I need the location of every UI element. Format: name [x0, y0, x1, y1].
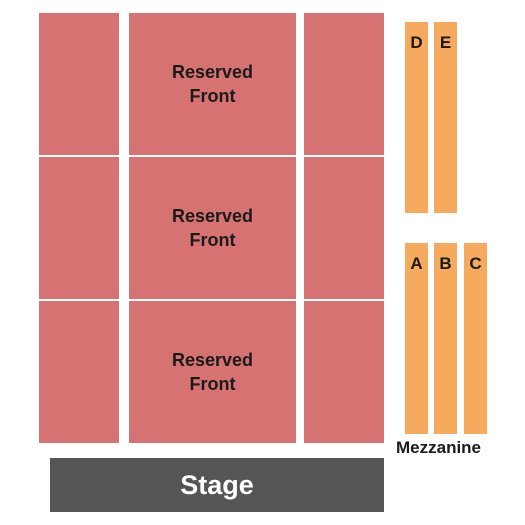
- section-left-3[interactable]: [39, 301, 119, 443]
- mezzanine-section-label: B: [439, 254, 452, 273]
- stage: Stage: [50, 458, 384, 512]
- section-label-line1: Reserved: [171, 62, 254, 82]
- section-right-2[interactable]: [304, 157, 384, 299]
- section-reserved-front-2[interactable]: Reserved Front: [129, 157, 296, 299]
- mezzanine-section-label: C: [469, 254, 482, 273]
- section-label-line2: Front: [189, 230, 236, 250]
- section-left-1[interactable]: [39, 13, 119, 155]
- mezzanine-section-label: A: [410, 254, 423, 273]
- mezzanine-section-e[interactable]: E: [434, 22, 457, 213]
- section-right-3[interactable]: [304, 301, 384, 443]
- mezzanine-section-label: D: [410, 33, 423, 52]
- section-reserved-front-3[interactable]: Reserved Front: [129, 301, 296, 443]
- mezzanine-section-c[interactable]: C: [464, 243, 487, 434]
- section-label-line1: Reserved: [171, 350, 254, 370]
- section-label-line2: Front: [189, 374, 236, 394]
- section-label-line1: Reserved: [171, 206, 254, 226]
- section-reserved-front-1[interactable]: Reserved Front: [129, 13, 296, 155]
- section-right-1[interactable]: [304, 13, 384, 155]
- mezzanine-section-label: E: [439, 33, 452, 52]
- section-label-line2: Front: [189, 86, 236, 106]
- stage-label: Stage: [180, 469, 254, 500]
- mezzanine-section-d[interactable]: D: [405, 22, 428, 213]
- mezzanine-section-a[interactable]: A: [405, 243, 428, 434]
- mezzanine-section-b[interactable]: B: [434, 243, 457, 434]
- section-left-2[interactable]: [39, 157, 119, 299]
- mezzanine-label: Mezzanine: [396, 438, 482, 457]
